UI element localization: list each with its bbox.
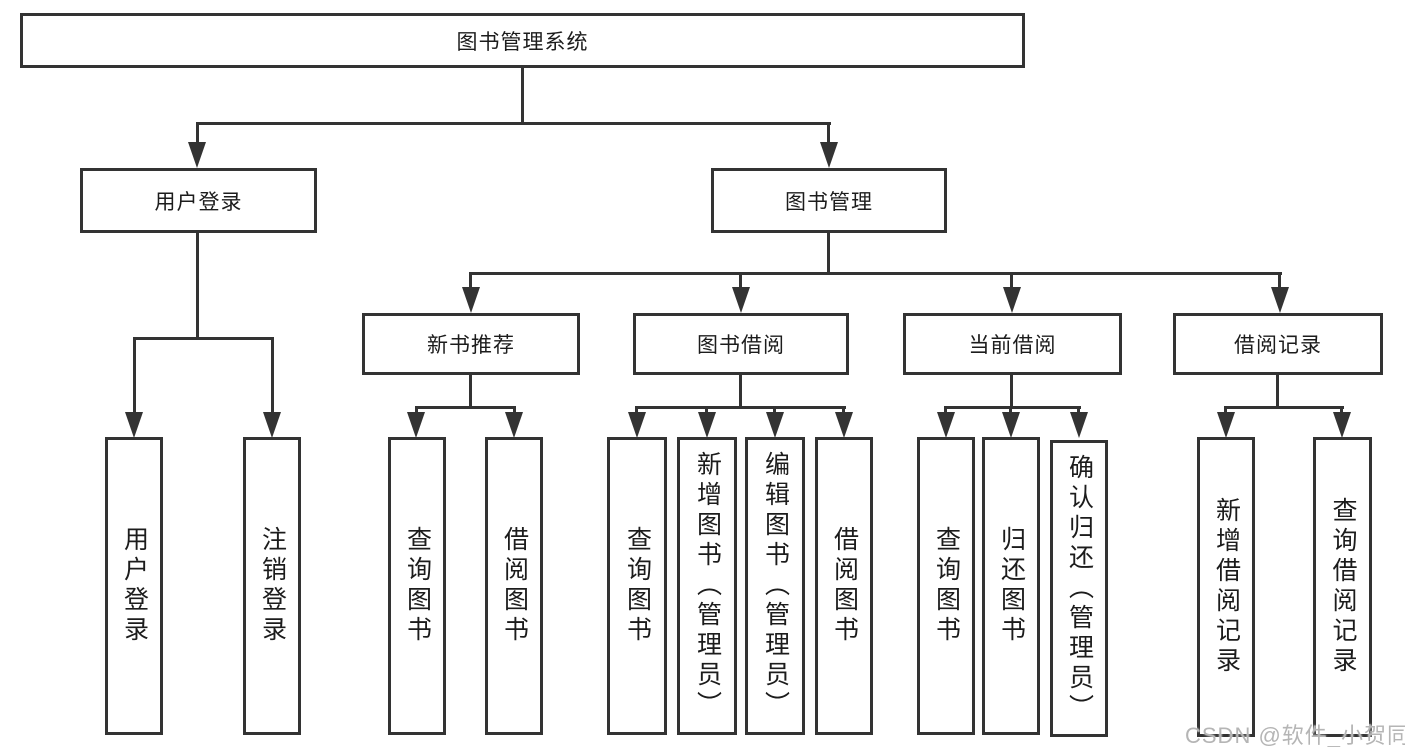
connector-line (415, 406, 516, 409)
connector-line (1010, 375, 1013, 408)
connector-line (1077, 406, 1080, 416)
leaf-logout: 注销登录 (243, 437, 301, 735)
node-borrowing-records: 借阅记录 (1173, 313, 1383, 375)
node-user-login: 用户登录 (80, 168, 317, 233)
arrow-down-icon (1333, 412, 1351, 438)
connector-line (133, 337, 136, 413)
leaf-add-book-admin: 新增图书（管理员） (677, 437, 737, 735)
arrow-down-icon (263, 412, 281, 438)
leaf-confirm-return-admin: 确认归还（管理员） (1050, 440, 1108, 737)
node-book-borrowing: 图书借阅 (633, 313, 849, 375)
leaf-query-book-current: 查询图书 (917, 437, 975, 735)
connector-line (635, 406, 638, 416)
connector-line (469, 375, 472, 408)
connector-line (196, 122, 199, 144)
connector-line (521, 68, 524, 125)
connector-line (842, 406, 845, 416)
connector-line (415, 406, 418, 416)
connector-line (1009, 406, 1012, 416)
connector-line (1010, 272, 1013, 289)
connector-line (1340, 406, 1343, 416)
arrow-down-icon (125, 412, 143, 438)
leaf-user-login: 用户登录 (105, 437, 163, 735)
connector-line (133, 337, 274, 340)
connector-line (1224, 406, 1227, 416)
leaf-return-book: 归还图书 (982, 437, 1040, 735)
arrow-down-icon (628, 412, 646, 438)
connector-line (944, 406, 1081, 409)
arrow-down-icon (835, 412, 853, 438)
arrow-down-icon (766, 412, 784, 438)
connector-line (469, 272, 1282, 275)
leaf-borrow-book-recommend: 借阅图书 (485, 437, 543, 735)
arrow-down-icon (1217, 412, 1235, 438)
connector-line (739, 375, 742, 408)
node-current-borrowing: 当前借阅 (903, 313, 1122, 375)
arrow-down-icon (1070, 412, 1088, 438)
arrow-down-icon (505, 412, 523, 438)
connector-line (773, 406, 776, 416)
leaf-query-book-borrowing: 查询图书 (607, 437, 667, 735)
connector-line (469, 272, 472, 289)
node-new-book-recommendation: 新书推荐 (362, 313, 580, 375)
node-library-management-system: 图书管理系统 (20, 13, 1025, 68)
connector-line (1278, 272, 1281, 289)
csdn-watermark: CSDN @软件_小贺同学 (1185, 723, 1405, 747)
connector-line (827, 122, 830, 144)
arrow-down-icon (1003, 287, 1021, 313)
arrow-down-icon (732, 287, 750, 313)
connector-line (196, 233, 199, 337)
connector-line (827, 233, 830, 273)
connector-line (1224, 406, 1344, 409)
connector-line (513, 406, 516, 416)
arrow-down-icon (820, 142, 838, 168)
leaf-borrow-book: 借阅图书 (815, 437, 873, 735)
arrow-down-icon (188, 142, 206, 168)
arrow-down-icon (698, 412, 716, 438)
connector-line (705, 406, 708, 416)
connector-line (739, 272, 742, 289)
arrow-down-icon (407, 412, 425, 438)
arrow-down-icon (937, 412, 955, 438)
leaf-query-borrow-record: 查询借阅记录 (1313, 437, 1372, 737)
arrow-down-icon (1271, 287, 1289, 313)
arrow-down-icon (462, 287, 480, 313)
leaf-edit-book-admin: 编辑图书（管理员） (745, 437, 805, 735)
leaf-add-borrow-record: 新增借阅记录 (1197, 437, 1255, 737)
connector-line (271, 337, 274, 413)
connector-line (1276, 375, 1279, 408)
arrow-down-icon (1002, 412, 1020, 438)
connector-line (196, 122, 831, 125)
leaf-query-book-recommend: 查询图书 (388, 437, 446, 735)
connector-line (635, 406, 846, 409)
node-book-management: 图书管理 (711, 168, 947, 233)
connector-line (944, 406, 947, 416)
